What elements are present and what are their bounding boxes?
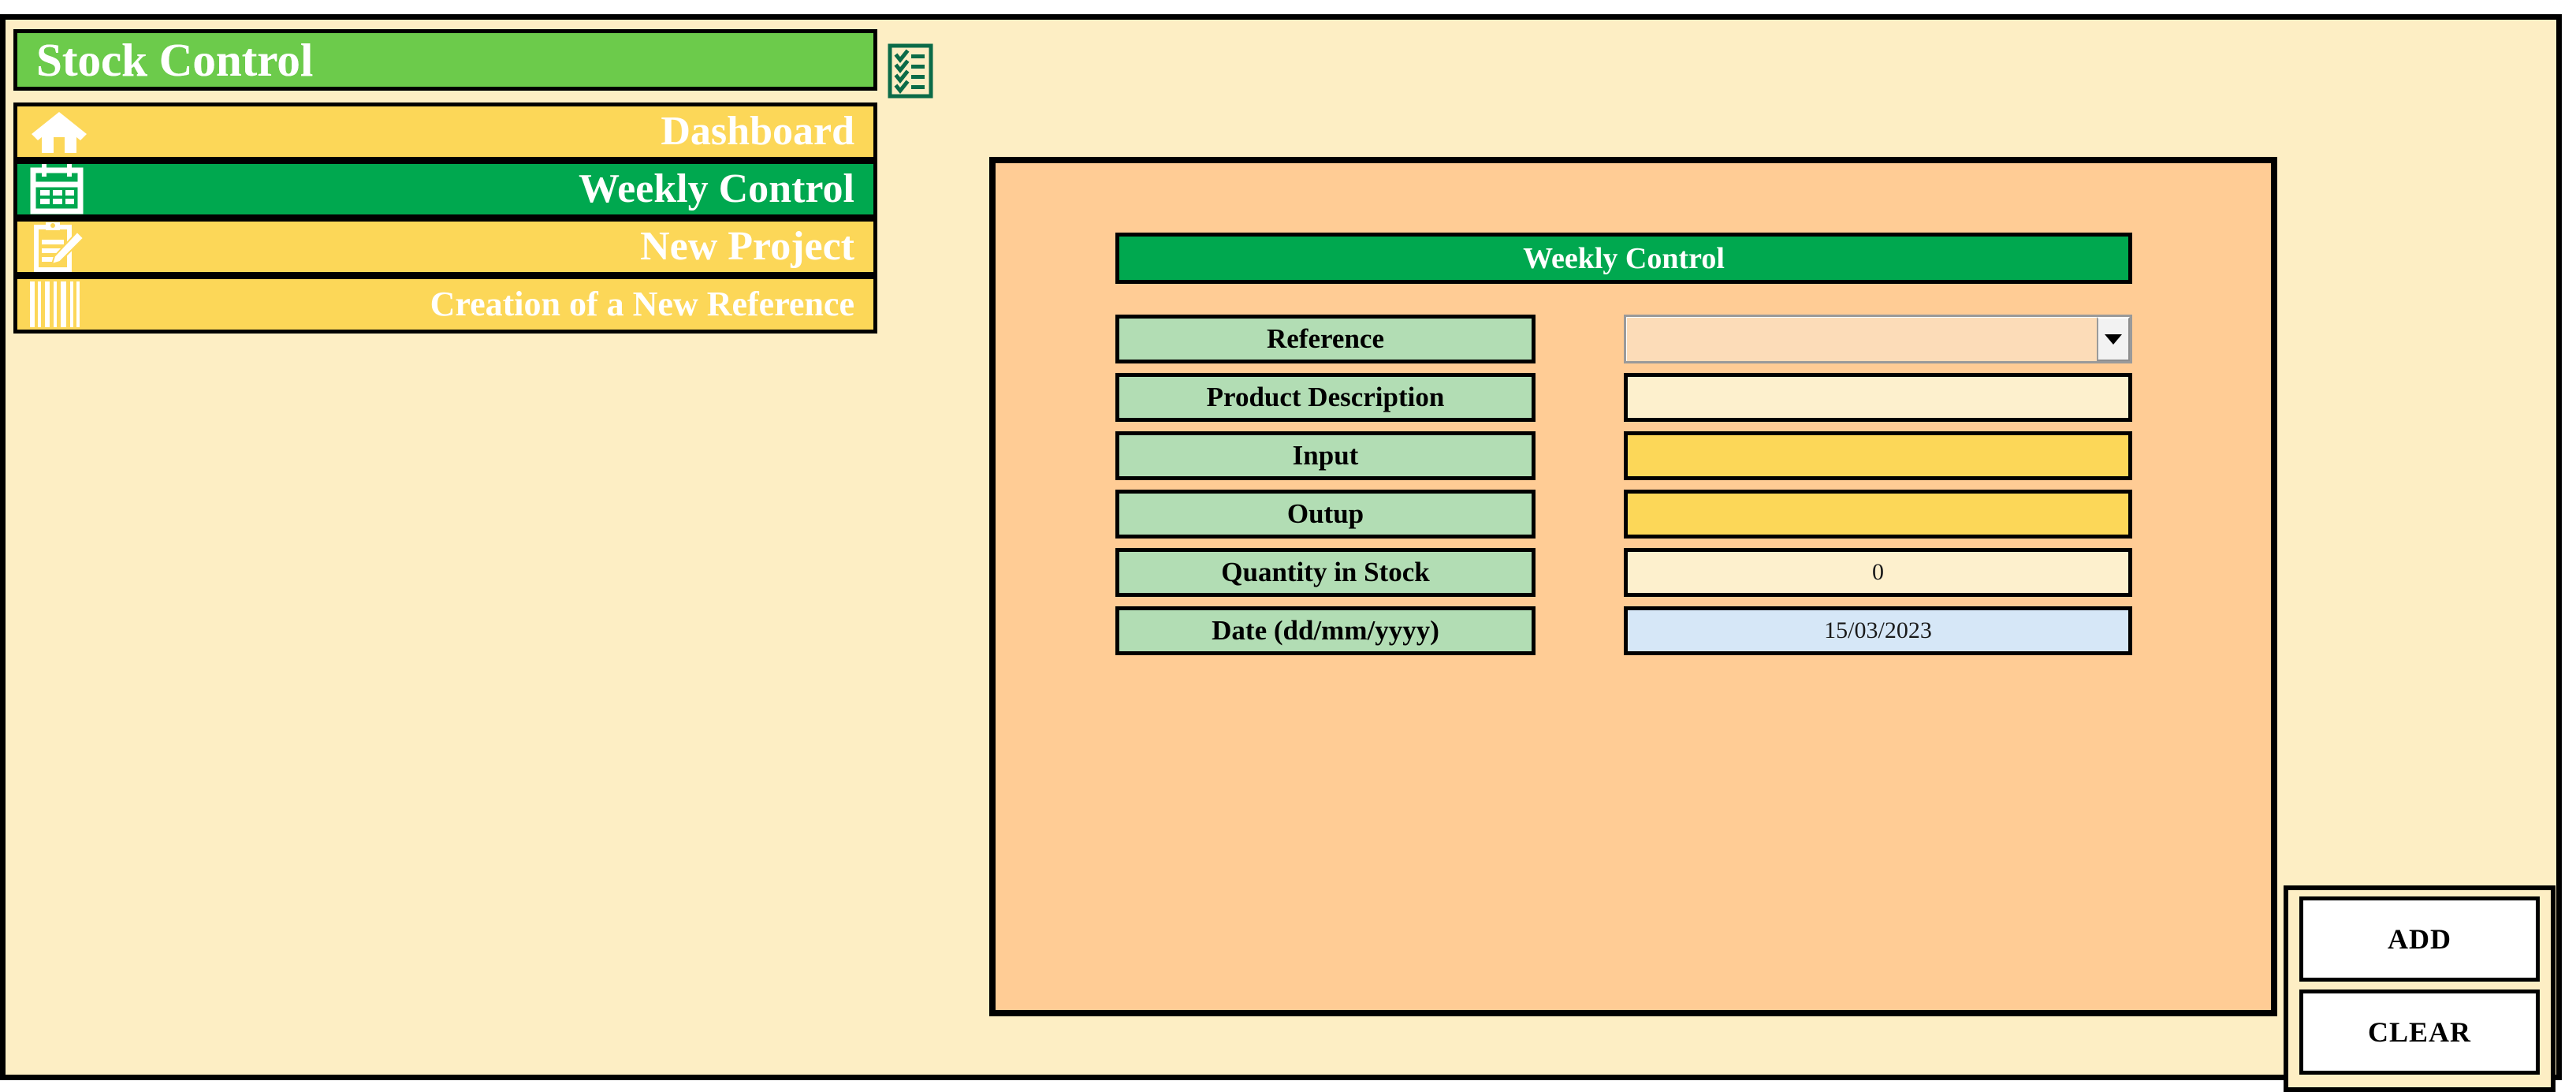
calendar-icon: [28, 164, 96, 214]
field-label-reference: Reference: [1115, 315, 1536, 363]
field-label-input: Input: [1115, 431, 1536, 480]
form-row-input: Input: [1115, 431, 2132, 480]
field-label-text: Outup: [1286, 498, 1364, 529]
input-quantity-input[interactable]: [1624, 431, 2132, 480]
field-label-text: Quantity in Stock: [1221, 557, 1430, 587]
action-button-panel: ADD CLEAR: [2284, 885, 2556, 1092]
field-label-quantity-in-stock: Quantity in Stock: [1115, 548, 1536, 597]
clear-button[interactable]: CLEAR: [2299, 990, 2540, 1075]
sidebar-item-weekly-control[interactable]: Weekly Control: [13, 160, 877, 218]
date-value: 15/03/2023: [1824, 617, 1932, 643]
app-window-frame: Stock Control Dashboard: [0, 14, 2562, 1092]
app-brand-label: Stock Control: [36, 33, 314, 86]
form-row-quantity-in-stock: Quantity in Stock 0: [1115, 548, 2132, 597]
form-row-product-description: Product Description: [1115, 373, 2132, 422]
form-row-reference: Reference: [1115, 315, 2132, 363]
add-button[interactable]: ADD: [2299, 896, 2540, 982]
reference-dropdown[interactable]: [1624, 315, 2132, 363]
checklist-icon[interactable]: [887, 43, 934, 99]
form-title-banner: Weekly Control: [1115, 233, 2132, 284]
form-row-outup: Outup: [1115, 490, 2132, 539]
sidebar-item-label: Weekly Control: [578, 166, 854, 211]
field-label-text: Input: [1292, 440, 1359, 471]
home-icon: [28, 106, 96, 157]
date-input[interactable]: 15/03/2023: [1624, 606, 2132, 655]
quantity-in-stock-value: 0: [1872, 559, 1884, 585]
app-brand-button[interactable]: Stock Control: [13, 29, 877, 91]
field-label-text: Product Description: [1206, 382, 1445, 412]
sidebar-item-label: New Project: [640, 224, 854, 269]
sidebar-item-label: Dashboard: [661, 109, 854, 154]
weekly-control-form-panel: Weekly Control Reference Product Descrip…: [989, 157, 2277, 1016]
chevron-down-icon[interactable]: [2097, 317, 2130, 361]
field-label-date: Date (dd/mm/yyyy): [1115, 606, 1536, 655]
product-description-input[interactable]: [1624, 373, 2132, 422]
sidebar-nav: Stock Control Dashboard: [13, 29, 877, 334]
sidebar-item-dashboard[interactable]: Dashboard: [13, 102, 877, 161]
outup-quantity-input[interactable]: [1624, 490, 2132, 539]
clipboard-pencil-icon: [28, 222, 96, 272]
sidebar-item-label: Creation of a New Reference: [430, 285, 854, 323]
form-title-label: Weekly Control: [1523, 241, 1725, 275]
barcode-icon: [28, 279, 96, 330]
field-label-product-description: Product Description: [1115, 373, 1536, 422]
quantity-in-stock-output: 0: [1624, 548, 2132, 597]
sidebar-item-creation-of-a-new-reference[interactable]: Creation of a New Reference: [13, 275, 877, 334]
field-label-text: Reference: [1267, 323, 1384, 354]
field-label-outup: Outup: [1115, 490, 1536, 539]
sidebar-item-new-project[interactable]: New Project: [13, 218, 877, 276]
form-row-date: Date (dd/mm/yyyy) 15/03/2023: [1115, 606, 2132, 655]
field-label-text: Date (dd/mm/yyyy): [1212, 615, 1439, 646]
